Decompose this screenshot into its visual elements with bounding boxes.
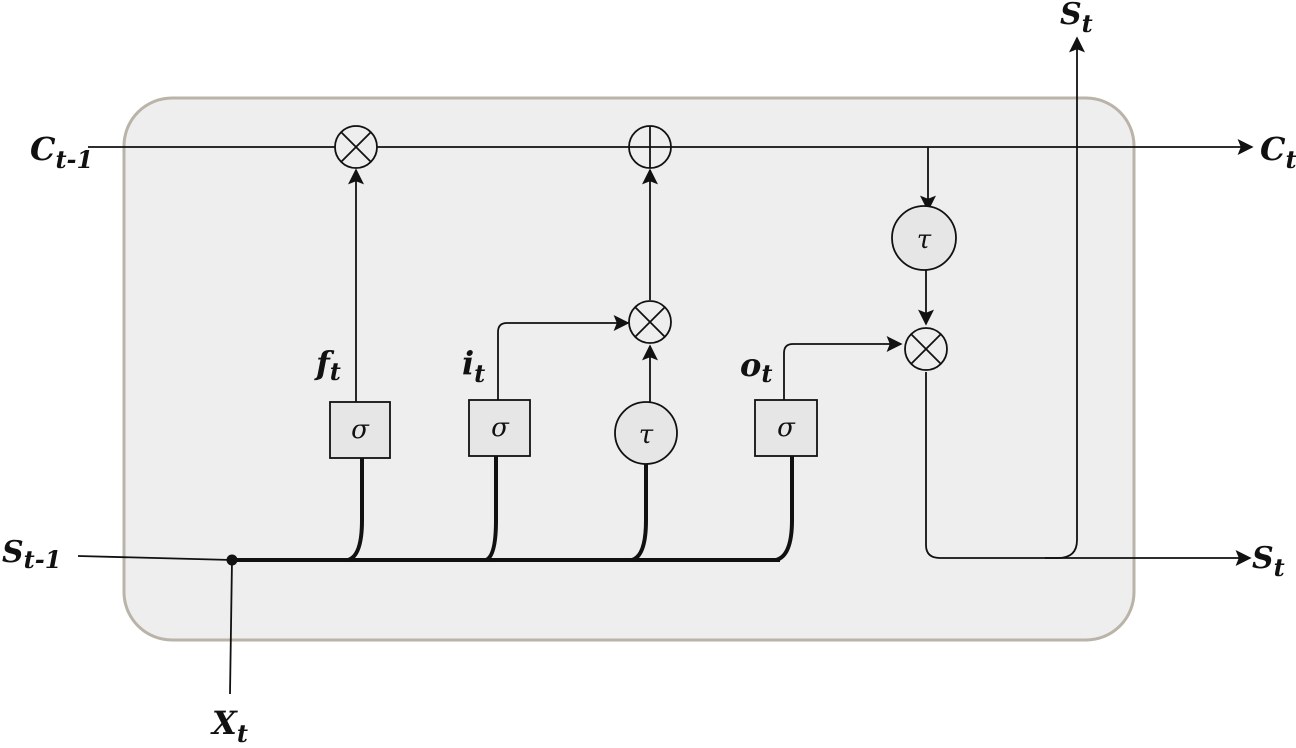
- input-sigma-gate: σ: [468, 399, 531, 457]
- hidden-up-line: [1045, 36, 1085, 559]
- bus-junction-dot: [226, 554, 238, 566]
- hidden-out-line: [925, 372, 1252, 566]
- output-sigma-symbol: σ: [777, 413, 796, 443]
- feeder-forget: [347, 456, 364, 562]
- cell-body: [122, 96, 1136, 642]
- s-prev-label: St-1: [2, 535, 61, 574]
- output-gate-label: ot: [740, 346, 772, 388]
- input-gate-label: it: [462, 344, 485, 388]
- c-prev-label: Ct-1: [30, 130, 93, 174]
- forget-multiply-icon: [334, 125, 378, 169]
- s-prev-line: [77, 555, 233, 561]
- s-top-label: St: [1060, 0, 1093, 38]
- forget-sigma-gate: σ: [329, 401, 391, 459]
- input-sigma-symbol: σ: [491, 413, 510, 443]
- input-gate-line: [497, 315, 630, 400]
- output-sigma-gate: σ: [754, 399, 818, 457]
- s-right-label: St: [1252, 541, 1285, 582]
- x-input-line: [229, 559, 233, 695]
- feeder-candidate: [631, 462, 648, 562]
- candidate-tanh-node: τ: [614, 401, 678, 465]
- output-tanh-node: τ: [891, 205, 957, 271]
- c-next-label: Ct: [1260, 130, 1296, 174]
- output-gate-line: [783, 336, 903, 400]
- feeder-output: [775, 454, 794, 562]
- forget-sigma-symbol: σ: [351, 415, 370, 445]
- output-tau-symbol: τ: [917, 225, 932, 255]
- add-icon: [628, 125, 672, 169]
- feeder-input: [484, 456, 498, 562]
- output-multiply-icon: [904, 327, 948, 371]
- forget-gate-label: ft: [314, 344, 341, 386]
- x-input-label: Xt: [210, 704, 248, 748]
- input-multiply-icon: [628, 300, 672, 344]
- candidate-tau-symbol: τ: [639, 420, 654, 450]
